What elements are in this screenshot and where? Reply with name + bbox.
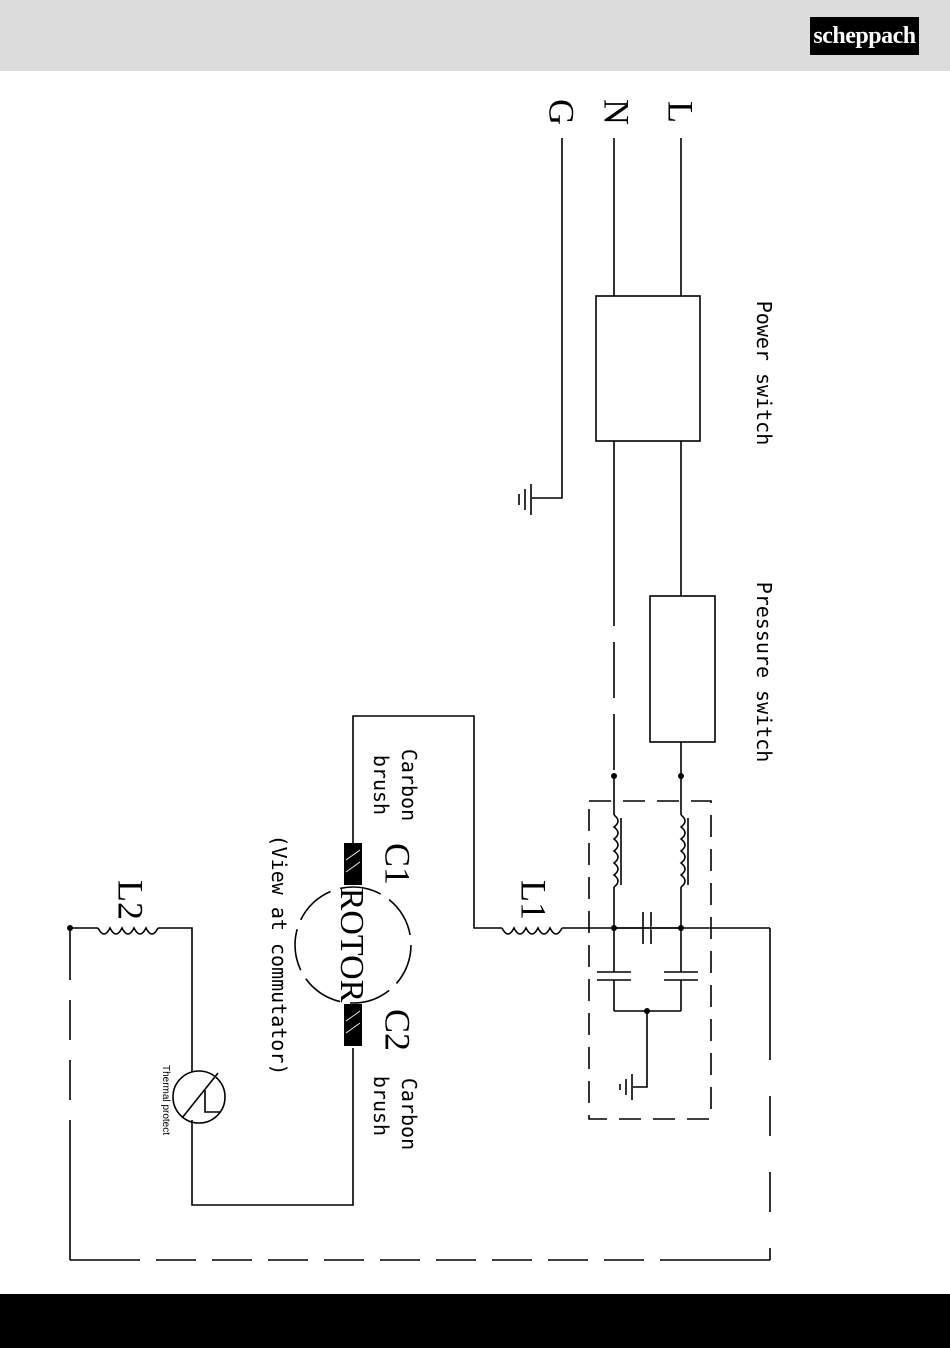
inductor-l2 bbox=[98, 928, 158, 934]
wire-g bbox=[532, 138, 562, 498]
label-power-switch: Power switch bbox=[752, 301, 776, 446]
label-carbon-brush-c1-line2: brush bbox=[369, 755, 393, 815]
label-thermal-protect: Thermal protect bbox=[160, 1065, 171, 1135]
label-carbon-brush-c2-line2: brush bbox=[369, 1076, 393, 1136]
label-c2: C2 bbox=[378, 1009, 418, 1051]
label-l2: L2 bbox=[111, 880, 151, 920]
label-terminal-n: N bbox=[597, 99, 637, 125]
label-carbon-brush-c2-line1: Carbon bbox=[397, 1078, 421, 1150]
ground-symbol-2 bbox=[620, 1074, 632, 1100]
power-switch-box bbox=[596, 296, 700, 441]
label-pressure-switch: Pressure switch bbox=[752, 582, 776, 763]
label-c1: C1 bbox=[378, 843, 418, 885]
carbon-brush-c1 bbox=[344, 843, 362, 885]
carbon-brush-c2 bbox=[344, 1004, 362, 1046]
label-l1: L1 bbox=[514, 880, 554, 920]
label-view-note: (View at commutator) bbox=[267, 835, 291, 1076]
inductor-l1 bbox=[502, 928, 562, 934]
label-terminal-g: G bbox=[542, 99, 582, 125]
label-rotor: ROTOR bbox=[333, 888, 370, 1003]
emi-filter-box bbox=[589, 801, 711, 1119]
label-terminal-l: L bbox=[661, 101, 701, 123]
pressure-switch-box bbox=[650, 596, 715, 742]
label-carbon-brush-c1-line1: Carbon bbox=[397, 749, 421, 821]
ground-symbol-1 bbox=[519, 484, 531, 515]
